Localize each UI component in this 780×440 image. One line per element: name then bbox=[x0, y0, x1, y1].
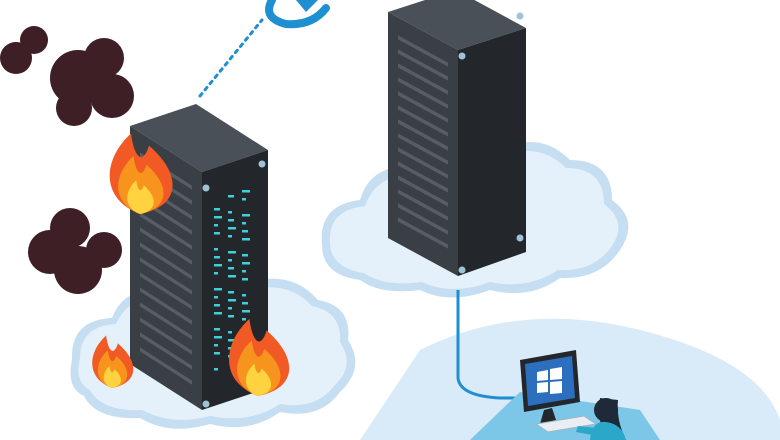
flame bbox=[103, 365, 121, 388]
status-light bbox=[242, 190, 250, 193]
status-light bbox=[228, 219, 234, 222]
vent-slot bbox=[398, 175, 448, 207]
status-light bbox=[242, 302, 248, 305]
vent-slot bbox=[398, 77, 448, 109]
vent-slot bbox=[140, 302, 192, 340]
status-light bbox=[214, 248, 218, 251]
status-light bbox=[228, 227, 236, 230]
fire-icon bbox=[92, 133, 290, 396]
status-light bbox=[214, 304, 220, 307]
connection-line bbox=[198, 18, 264, 98]
vent-slot bbox=[140, 332, 192, 370]
status-light bbox=[214, 256, 220, 259]
status-light bbox=[214, 216, 222, 219]
status-light bbox=[228, 307, 232, 310]
status-light bbox=[214, 352, 220, 355]
vent-slot bbox=[140, 227, 192, 265]
status-light bbox=[214, 368, 218, 371]
status-light bbox=[214, 296, 218, 299]
status-light bbox=[228, 299, 236, 302]
status-light bbox=[214, 344, 218, 347]
vent-slot bbox=[398, 203, 448, 235]
status-light bbox=[242, 230, 248, 233]
status-light bbox=[228, 339, 234, 342]
status-light bbox=[242, 278, 248, 281]
vent-slot bbox=[398, 217, 448, 249]
vent-slot bbox=[398, 91, 448, 123]
status-light bbox=[242, 198, 246, 201]
status-light bbox=[228, 267, 234, 270]
status-light bbox=[242, 214, 250, 217]
status-light bbox=[214, 272, 218, 275]
vent-slot bbox=[398, 49, 448, 81]
healthy-server-rack-icon bbox=[388, 0, 526, 276]
status-light bbox=[214, 224, 218, 227]
vent-slot bbox=[140, 347, 192, 385]
status-light bbox=[228, 291, 234, 294]
status-light bbox=[214, 264, 222, 267]
flame bbox=[245, 363, 272, 396]
status-light bbox=[228, 211, 232, 214]
person-icon bbox=[576, 398, 626, 440]
rack-vents bbox=[398, 35, 448, 249]
vent-slot bbox=[140, 257, 192, 295]
status-light bbox=[214, 232, 220, 235]
status-light bbox=[242, 294, 246, 297]
vent-slot bbox=[398, 161, 448, 193]
status-light bbox=[242, 254, 248, 257]
vent-slot bbox=[398, 133, 448, 165]
status-light bbox=[214, 312, 222, 315]
status-light bbox=[242, 238, 250, 241]
vent-slot bbox=[398, 119, 448, 151]
vent-slot bbox=[140, 287, 192, 325]
status-light bbox=[228, 251, 236, 254]
status-light bbox=[214, 336, 222, 339]
status-light bbox=[242, 270, 246, 273]
status-light bbox=[242, 262, 250, 265]
status-light bbox=[228, 275, 236, 278]
status-light bbox=[242, 222, 246, 225]
vent-slot bbox=[398, 189, 448, 221]
vent-slot bbox=[140, 317, 192, 355]
workstation bbox=[470, 350, 660, 440]
status-light bbox=[214, 328, 220, 331]
smoke-icon bbox=[0, 26, 134, 294]
status-light bbox=[228, 315, 234, 318]
vent-slot bbox=[140, 242, 192, 280]
keyboard-icon bbox=[534, 415, 598, 433]
status-light bbox=[214, 288, 222, 291]
vent-slot bbox=[140, 272, 192, 310]
monitor-icon bbox=[520, 350, 580, 424]
status-light bbox=[228, 195, 234, 198]
status-light bbox=[214, 208, 220, 211]
windows-logo-icon bbox=[537, 367, 562, 394]
status-light bbox=[242, 310, 250, 313]
vent-slot bbox=[398, 35, 448, 67]
network-cable bbox=[456, 290, 540, 400]
vent-slot bbox=[398, 63, 448, 95]
status-light bbox=[228, 331, 232, 334]
status-light bbox=[242, 318, 246, 321]
status-light bbox=[228, 259, 232, 262]
vent-slot bbox=[398, 147, 448, 179]
status-light bbox=[228, 235, 232, 238]
vent-slot bbox=[140, 212, 192, 250]
vent-slot bbox=[398, 105, 448, 137]
sync-icon bbox=[265, 0, 330, 29]
flame bbox=[127, 180, 154, 214]
